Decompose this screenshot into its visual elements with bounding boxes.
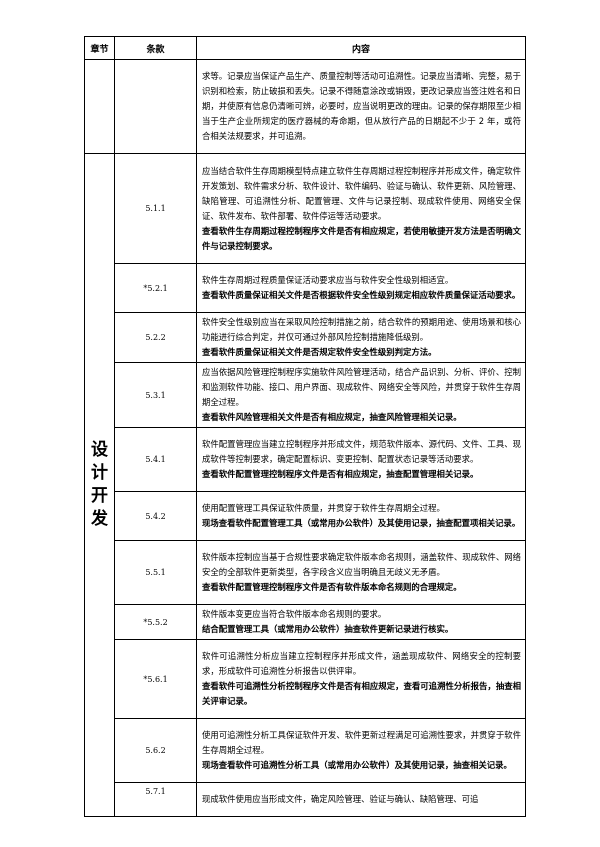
requirement-text: 使用可追溯性分析工具保证软件开发、软件更新过程满足可追溯性要求，并贯穿于软件生存… [202, 730, 521, 755]
check-method-text: 现场查看软件可追溯性分析工具（或常用办公软件）及其使用记录，抽查相关记录。 [202, 760, 512, 770]
clause-number: *5.2.1 [114, 263, 197, 313]
table-row: *5.5.2 软件版本变更应当符合软件版本命名规则的要求。 结合配置管理工具（或… [85, 604, 526, 640]
table-row: 5.2.2 软件安全性级别应当在采取风险控制措施之前，结合软件的预期用途、使用场… [85, 312, 526, 363]
check-method-text: 结合配置管理工具（或常用办公软件）抽查软件更新记录进行核实。 [202, 624, 454, 634]
clause-number: 5.2.2 [114, 312, 197, 363]
clause-number: *5.6.1 [114, 639, 197, 719]
check-method-text: 现场查看软件配置管理工具（或常用办公软件）及其使用记录，抽查配置项相关记录。 [202, 518, 521, 528]
requirement-text: 现成软件使用应当形成文件，确定风险管理、验证与确认、缺陷管理、可追 [202, 794, 479, 804]
check-method-text: 查看软件质量保证相关文件是否规定软件安全性级别判定方法。 [202, 347, 437, 357]
requirement-text: 软件可追溯性分析应当建立控制程序并形成文件，涵盖现成软件、网络安全的控制要求，形… [202, 651, 521, 676]
content-cell: 使用可追溯性分析工具保证软件开发、软件更新过程满足可追溯性要求，并贯穿于软件生存… [196, 718, 526, 783]
clause-number: *5.5.2 [114, 604, 197, 640]
content-cell: 软件生存周期过程质量保证活动要求应当与软件安全性级别相适宜。 查看软件质量保证相… [196, 263, 526, 313]
clause-number: 5.4.2 [114, 491, 197, 541]
table-row: 5.5.1 软件版本控制应当基于合规性要求确定软件版本命名规则，涵盖软件、现成软… [85, 540, 526, 605]
table-row: 5.4.1 软件配置管理应当建立控制程序并形成文件，规范软件版本、源代码、文件、… [85, 427, 526, 492]
content-cell: 软件安全性级别应当在采取风险控制措施之前，结合软件的预期用途、使用场景和核心功能… [196, 312, 526, 363]
requirement-text: 软件版本控制应当基于合规性要求确定软件版本命名规则，涵盖软件、现成软件、网络安全… [202, 552, 521, 577]
table-row: *5.6.1 软件可追溯性分析应当建立控制程序并形成文件，涵盖现成软件、网络安全… [85, 639, 526, 719]
clause-number: 5.3.1 [114, 362, 197, 428]
check-method-text: 查看软件质量保证相关文件是否根据软件安全性级别规定相应软件质量保证活动要求。 [202, 290, 521, 300]
requirement-text: 应当结合软件生存周期模型特点建立软件生存周期过程控制程序并形成文件，确定软件开发… [202, 165, 521, 221]
content-cell: 软件可追溯性分析应当建立控制程序并形成文件，涵盖现成软件、网络安全的控制要求，形… [196, 639, 526, 719]
clause-number: 5.5.1 [114, 540, 197, 605]
clause-number: 5.4.1 [114, 427, 197, 492]
table-row: 5.3.1 应当依据风险管理控制程序实施软件风险管理活动，结合产品识别、分析、评… [85, 362, 526, 428]
requirement-text: 软件配置管理应当建立控制程序并形成文件，规范软件版本、源代码、文件、工具、现成软… [202, 439, 521, 464]
check-method-text: 查看软件配置管理控制程序文件是否有软件版本命名规则的合理规定。 [202, 582, 462, 592]
clause-number: 5.7.1 [114, 782, 197, 817]
header-chapter: 章节 [84, 36, 115, 60]
table-row: 5.7.1 现成软件使用应当形成文件，确定风险管理、验证与确认、缺陷管理、可追 [85, 782, 526, 817]
table-row: 设计开发 5.1.1 应当结合软件生存周期模型特点建立软件生存周期过程控制程序并… [84, 153, 526, 817]
content-cell: 软件版本变更应当符合软件版本命名规则的要求。 结合配置管理工具（或常用办公软件）… [196, 604, 526, 640]
table-row: *5.2.1 软件生存周期过程质量保证活动要求应当与软件安全性级别相适宜。 查看… [85, 263, 526, 313]
chapter-label: 设计开发 [91, 440, 108, 529]
requirement-text: 软件版本变更应当符合软件版本命名规则的要求。 [202, 609, 387, 619]
header-content: 内容 [196, 36, 526, 60]
requirements-table: 章节 条款 内容 求等。记录应当保证产品生产、质量控制等活动可追溯性。记录应当清… [84, 36, 526, 817]
content-cell: 使用配置管理工具保证软件质量，并贯穿于软件生存周期全过程。 现场查看软件配置管理… [196, 491, 526, 541]
clause-cell-empty [114, 59, 197, 154]
check-method-text: 查看软件可追溯性分析控制程序文件是否有相应规定，查看可追溯性分析报告，抽查相关评… [202, 681, 521, 706]
requirement-text: 软件安全性级别应当在采取风险控制措施之前，结合软件的预期用途、使用场景和核心功能… [202, 317, 521, 342]
content-cell: 软件配置管理应当建立控制程序并形成文件，规范软件版本、源代码、文件、工具、现成软… [196, 427, 526, 492]
check-method-text: 查看软件风险管理相关文件是否有相应规定，抽查风险管理相关记录。 [202, 412, 462, 422]
requirement-text: 应当依据风险管理控制程序实施软件风险管理活动，结合产品识别、分析、评价、控制和监… [202, 367, 521, 407]
requirement-text: 软件生存周期过程质量保证活动要求应当与软件安全性级别相适宜。 [202, 275, 454, 285]
check-method-text: 查看软件生存周期过程控制程序文件是否有相应规定，若使用敏捷开发方法是否明确文件与… [202, 225, 521, 251]
clause-number: 5.1.1 [114, 153, 197, 264]
content-cell: 应当结合软件生存周期模型特点建立软件生存周期过程控制程序并形成文件，确定软件开发… [196, 153, 526, 264]
header-clause: 条款 [114, 36, 197, 60]
chapter-cell: 设计开发 [84, 153, 115, 817]
content-cell: 现成软件使用应当形成文件，确定风险管理、验证与确认、缺陷管理、可追 [196, 782, 526, 817]
chapter-cell-empty [84, 59, 115, 154]
carryover-text: 求等。记录应当保证产品生产、质量控制等活动可追溯性。记录应当清晰、完整，易于识别… [202, 71, 521, 141]
content-cell: 软件版本控制应当基于合规性要求确定软件版本命名规则，涵盖软件、现成软件、网络安全… [196, 540, 526, 605]
table-header-row: 章节 条款 内容 [84, 36, 526, 60]
check-method-text: 查看软件配置管理控制程序文件是否有相应规定，抽查配置管理相关记录。 [202, 469, 479, 479]
content-cell: 求等。记录应当保证产品生产、质量控制等活动可追溯性。记录应当清晰、完整，易于识别… [196, 59, 526, 154]
table-row: 5.4.2 使用配置管理工具保证软件质量，并贯穿于软件生存周期全过程。 现场查看… [85, 491, 526, 541]
table-row: 5.6.2 使用可追溯性分析工具保证软件开发、软件更新过程满足可追溯性要求，并贯… [85, 718, 526, 783]
requirement-text: 使用配置管理工具保证软件质量，并贯穿于软件生存周期全过程。 [202, 503, 445, 513]
clause-number: 5.6.2 [114, 718, 197, 783]
content-cell: 应当依据风险管理控制程序实施软件风险管理活动，结合产品识别、分析、评价、控制和监… [196, 362, 526, 428]
table-row: 求等。记录应当保证产品生产、质量控制等活动可追溯性。记录应当清晰、完整，易于识别… [84, 59, 526, 154]
